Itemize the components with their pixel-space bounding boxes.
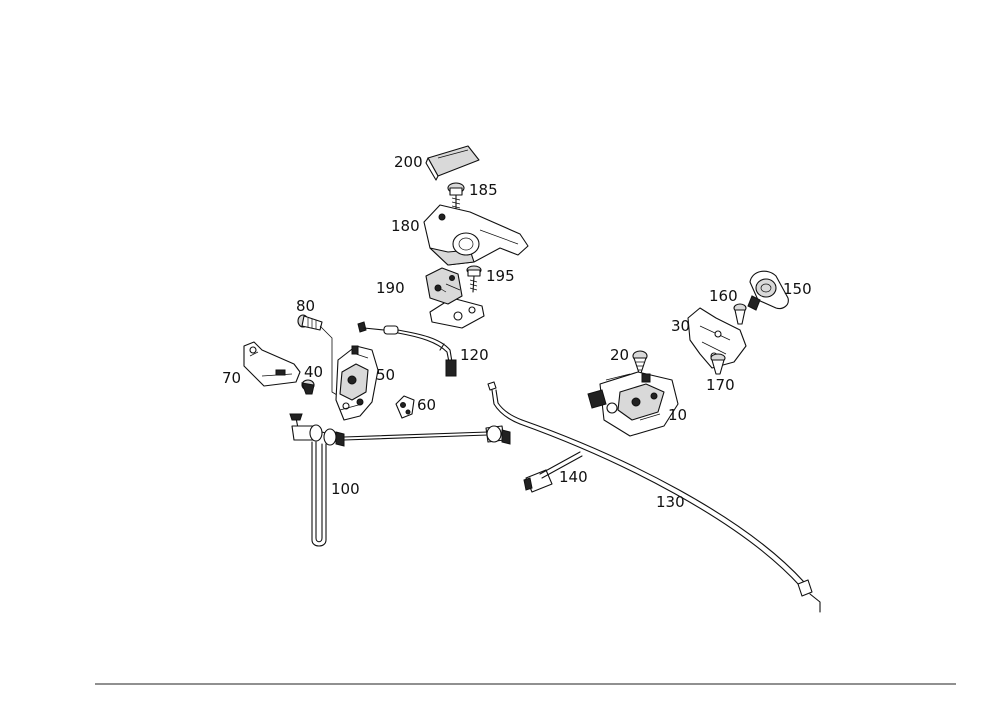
- part-160-clip: [733, 303, 747, 325]
- callout-200: 200: [394, 153, 423, 171]
- callout-120: 120: [460, 346, 489, 364]
- callout-30: 30: [671, 317, 690, 335]
- part-180-release-handle: [423, 204, 529, 266]
- callout-40: 40: [304, 363, 323, 381]
- callout-150: 150: [783, 280, 812, 298]
- part-60-clip: [395, 395, 415, 419]
- part-20-screw: [632, 350, 648, 377]
- part-130-cable: [487, 381, 821, 613]
- part-120-cable: [357, 321, 457, 377]
- part-70-bracket: [243, 341, 301, 387]
- callout-180: 180: [391, 217, 420, 235]
- callout-140: 140: [559, 468, 588, 486]
- callout-70: 70: [222, 369, 241, 387]
- callout-20: 20: [610, 346, 629, 364]
- callout-80: 80: [296, 297, 315, 315]
- part-170-clip: [710, 353, 726, 375]
- callout-100: 100: [331, 480, 360, 498]
- callout-60: 60: [417, 396, 436, 414]
- part-185-bolt: [447, 182, 465, 211]
- part-40-bolt: [301, 379, 315, 395]
- callout-160: 160: [709, 287, 738, 305]
- callout-190: 190: [376, 279, 405, 297]
- callout-130: 130: [656, 493, 685, 511]
- part-195-screw: [466, 265, 482, 293]
- part-190-bracket: [425, 267, 485, 329]
- callout-10: 10: [668, 406, 687, 424]
- part-50-lock-assembly: [335, 345, 379, 421]
- callout-195: 195: [486, 267, 515, 285]
- part-140-cable-tie: [523, 451, 583, 493]
- part-200-cover: [425, 145, 480, 181]
- part-10-latch: [587, 371, 679, 437]
- part-100-cable: [289, 413, 511, 547]
- callout-170: 170: [706, 376, 735, 394]
- part-150-sensor: [747, 270, 789, 311]
- callout-185: 185: [469, 181, 498, 199]
- callout-50: 50: [376, 366, 395, 384]
